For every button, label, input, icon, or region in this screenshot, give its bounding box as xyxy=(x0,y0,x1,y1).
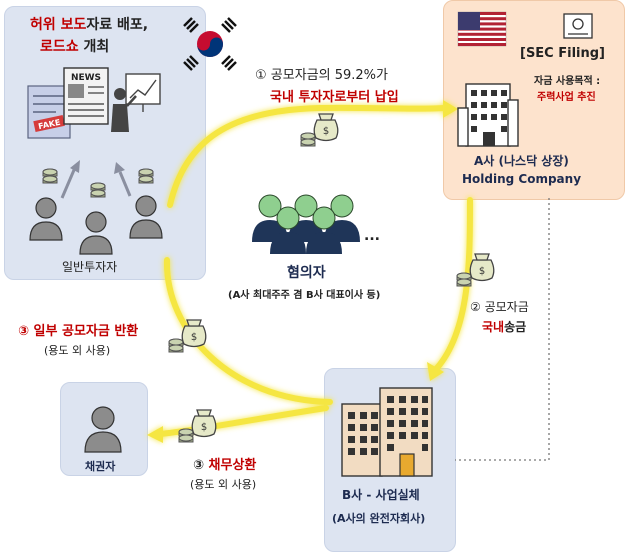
investor-headline-line1: 허위 보도자료 배포, xyxy=(30,14,148,34)
creditor-person-icon xyxy=(84,406,122,453)
moneybag-icon xyxy=(178,409,217,443)
moneybag-icon xyxy=(300,113,339,147)
suspects-detail: (A사 최대주주 겸 B사 대표이사 등) xyxy=(228,290,381,301)
suspects-label: 혐의자 xyxy=(287,265,326,281)
news-label: NEWS xyxy=(71,73,101,83)
step3-debt-prefix: ③ xyxy=(193,458,209,473)
false-report-text: 허위 보도 xyxy=(30,17,87,33)
presentation-icon xyxy=(111,73,161,132)
domestic-text: 국내 xyxy=(482,320,505,334)
roadshow-text: 로드쇼 xyxy=(40,39,79,55)
company-b-name: B사 - 사업실체 xyxy=(342,488,420,502)
fund-purpose-value: 주력사업 추진 xyxy=(537,92,596,103)
investor-headline-line2: 로드쇼 개최 xyxy=(40,36,109,56)
company-b-detail: (A사의 완전자회사) xyxy=(332,512,426,525)
step1-line1: ① 공모자금의 59.2%가 xyxy=(255,68,388,83)
sec-filing-label: [SEC Filing] xyxy=(520,46,606,61)
fund-purpose-label: 자금 사용목적 : xyxy=(534,76,601,87)
fake-news-icon: FAKE xyxy=(27,85,71,139)
step1-arrow xyxy=(167,104,448,208)
debt-repayment-text: 채무상환 xyxy=(208,458,257,473)
step2-arrow xyxy=(434,197,473,371)
distribution-text: 자료 배포, xyxy=(86,17,149,33)
creditor-label: 채권자 xyxy=(85,460,116,473)
arrow-up-icon xyxy=(118,171,132,197)
coin-stack-icon xyxy=(42,168,58,177)
step3-debt-arrow xyxy=(157,405,329,437)
company-a-type: Holding Company xyxy=(462,172,582,186)
us-flag-icon xyxy=(457,11,507,47)
certificate-icon xyxy=(563,13,593,39)
general-investors-label: 일반투자자 xyxy=(62,260,118,274)
ownership-dotted-line xyxy=(455,198,550,461)
step1-arrowhead xyxy=(443,100,458,118)
held-text: 개최 xyxy=(78,39,110,55)
investor-person-icon xyxy=(29,197,63,241)
step3-return-line1: ③ 일부 공모자금 반환 xyxy=(18,324,139,339)
flow-arrows xyxy=(147,100,473,443)
step3-return-line2: (용도 외 사용) xyxy=(44,344,111,357)
suspect-person-icon xyxy=(306,206,342,254)
remittance-text: 송금 xyxy=(504,320,527,334)
newspaper-icon: NEWS xyxy=(63,67,109,125)
arrow-up-icon xyxy=(60,169,76,199)
step1-line2: 국내 투자자로부터 납입 xyxy=(270,90,399,105)
coin-stack-icon xyxy=(90,182,106,191)
company-a-building-icon xyxy=(457,83,519,147)
company-b-building-icon xyxy=(341,387,433,477)
step2-line2: 국내송금 xyxy=(482,318,526,335)
korea-flag-icon xyxy=(183,17,237,71)
suspect-person-icon xyxy=(270,206,306,254)
more-suspects-ellipsis: ... xyxy=(364,228,380,244)
step3-debt-line2: (용도 외 사용) xyxy=(190,478,257,491)
moneybag-icon xyxy=(456,253,495,287)
step3-return-arrow xyxy=(163,257,333,405)
investor-person-icon xyxy=(129,195,163,239)
step3-debt-line1: ③ 채무상환 xyxy=(193,454,256,473)
step2-arrowhead xyxy=(427,362,444,381)
step2-line1: ② 공모자금 xyxy=(470,300,529,314)
coin-stack-icon xyxy=(138,168,154,177)
step3-debt-arrowhead xyxy=(147,426,163,443)
investor-person-icon xyxy=(79,211,113,255)
company-a-name: A사 (나스닥 상장) xyxy=(474,154,569,168)
